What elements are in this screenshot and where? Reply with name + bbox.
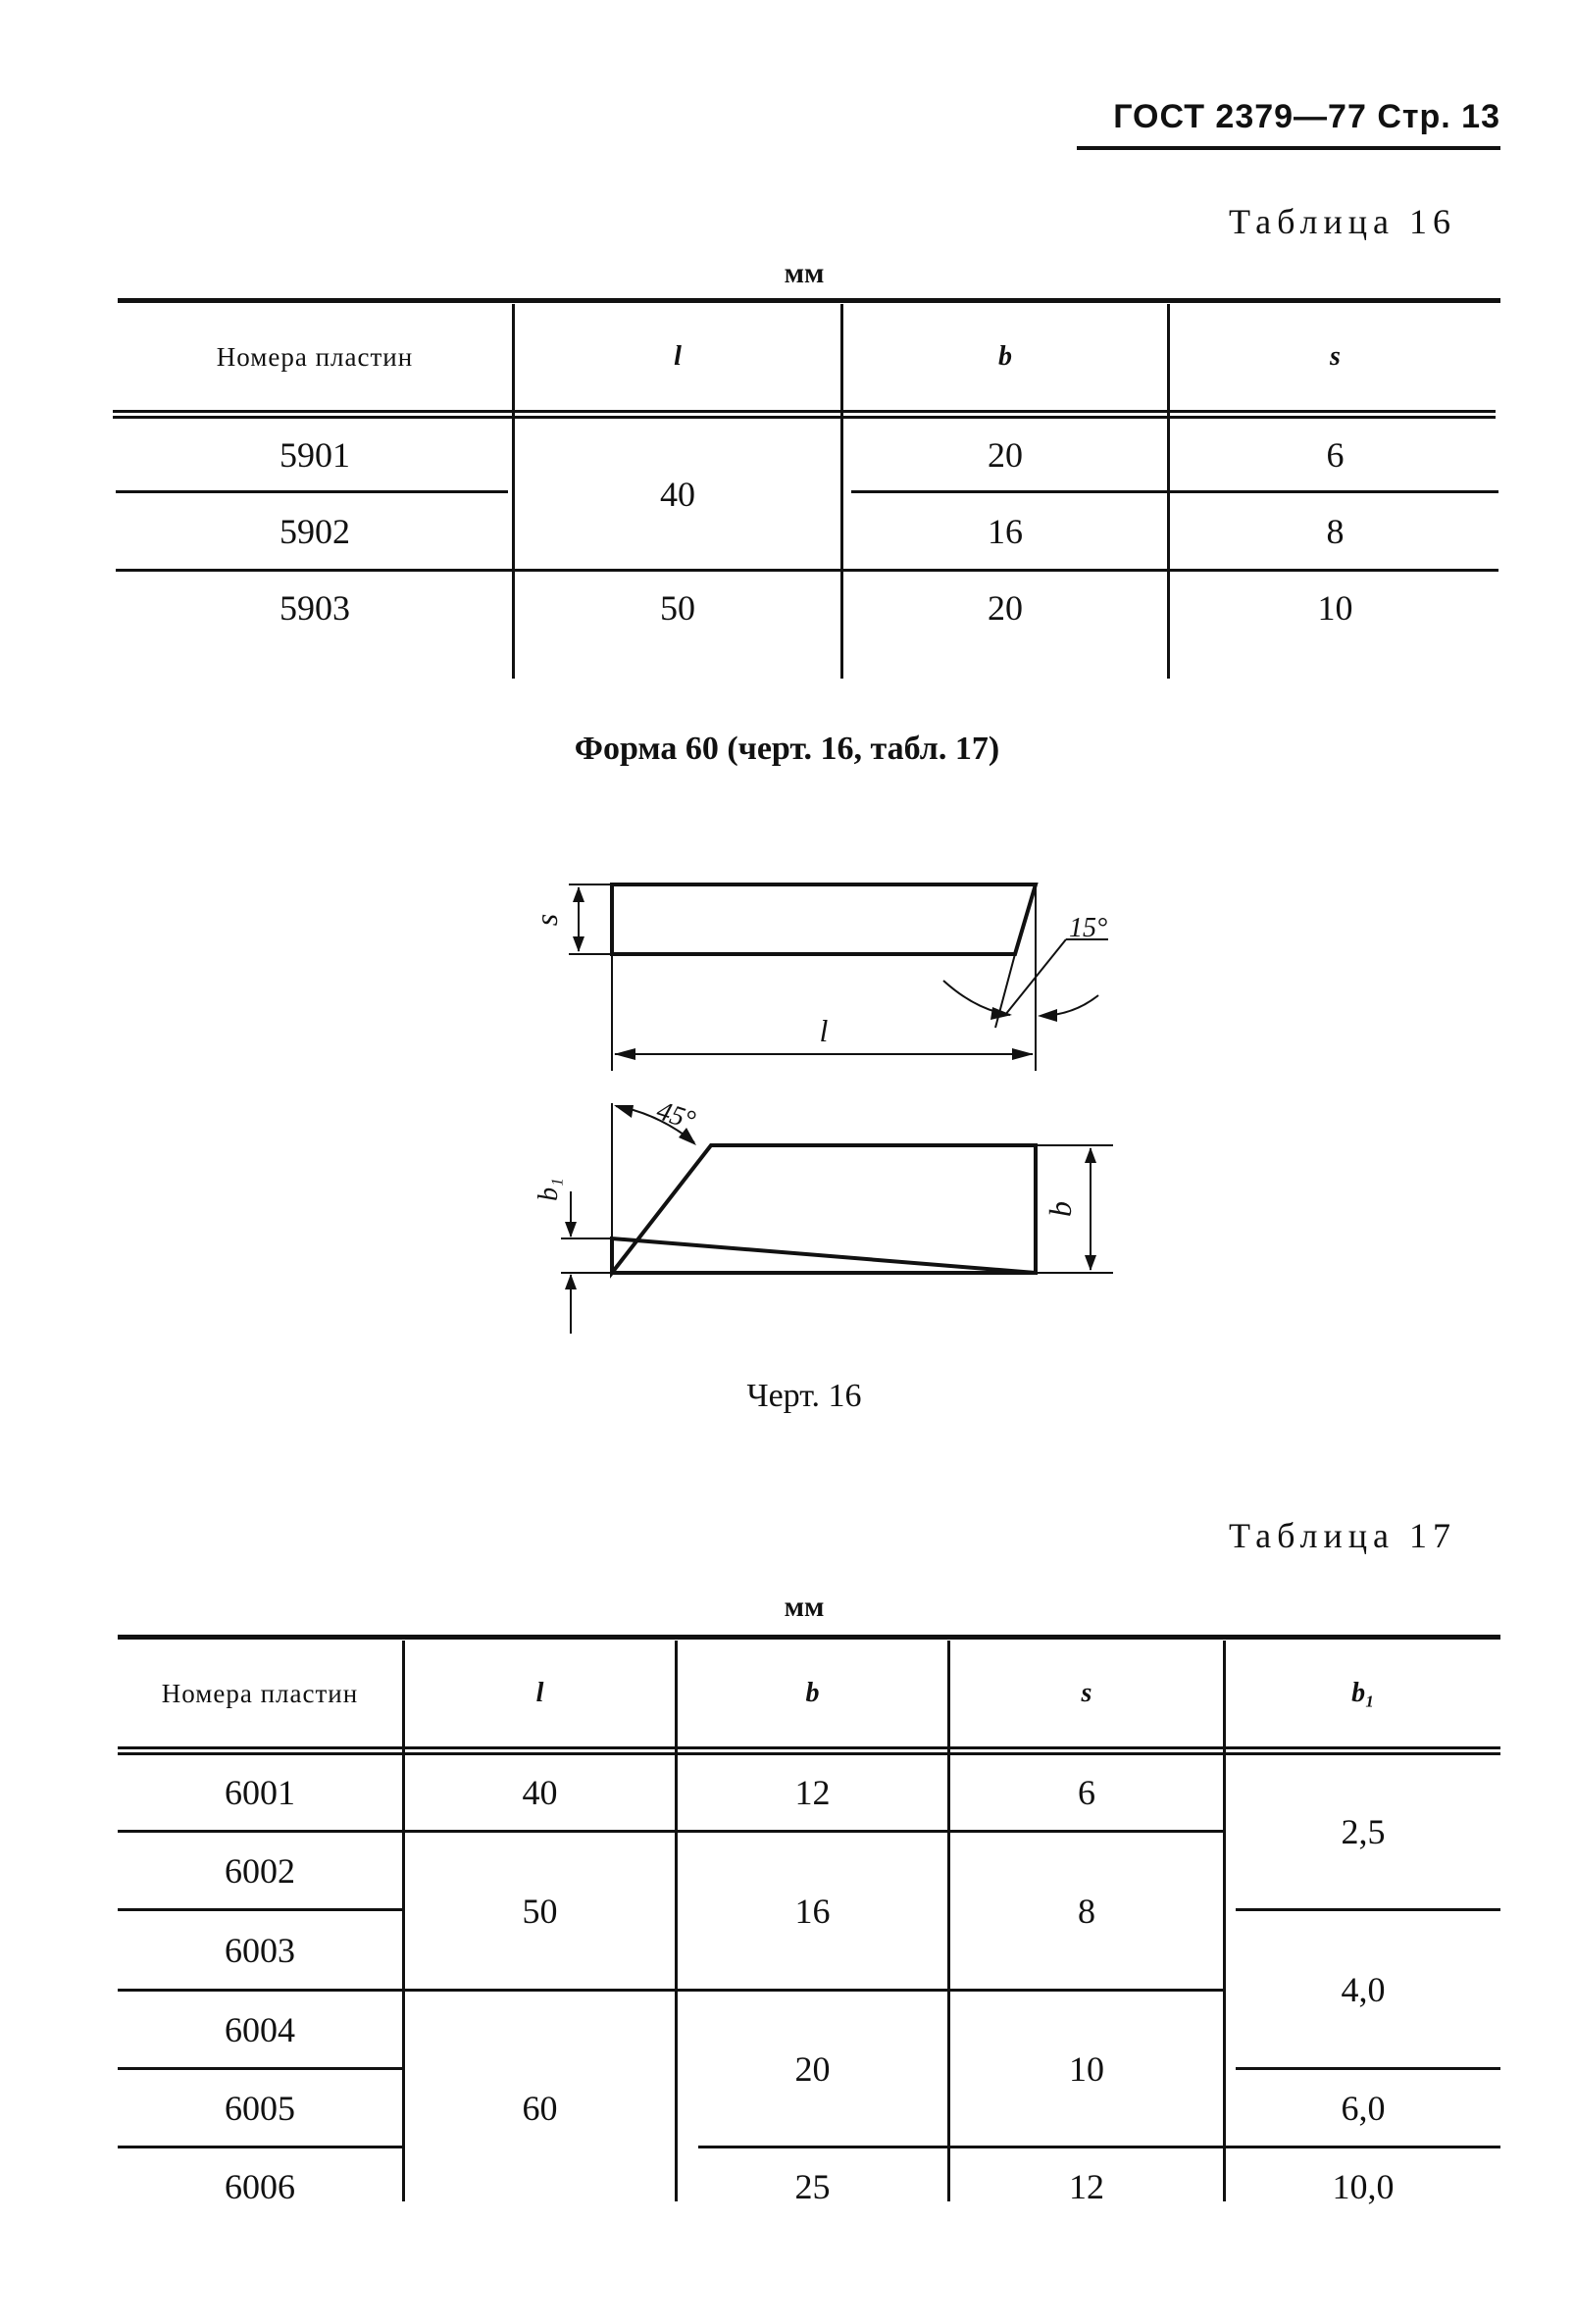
table17-unit: мм — [784, 1591, 825, 1623]
table17-row-rule — [118, 2067, 402, 2070]
table16-cell-l: 40 — [660, 474, 695, 514]
table16-row-rule — [851, 490, 1498, 493]
table17-cell-l: 50 — [522, 1891, 558, 1931]
figure-caption: Черт. 16 — [746, 1378, 862, 1414]
label-s: s — [529, 914, 564, 926]
table17-cell-l: 40 — [522, 1773, 558, 1812]
table16-cell-b: 16 — [988, 511, 1023, 551]
table17-cell-b: 16 — [794, 1891, 831, 1931]
table17-col-rule — [675, 1641, 678, 2201]
table17-cell-b1: 2,5 — [1341, 1812, 1386, 1851]
figure-title: Форма 60 (черт. 16, табл. 17) — [574, 731, 1000, 767]
table17-cell-number: 6006 — [225, 2166, 295, 2206]
label-angle-45: 45° — [653, 1095, 699, 1137]
table17-row-rule — [118, 1830, 1226, 1833]
table16-cell-b: 20 — [988, 587, 1023, 628]
table16-row-rule — [116, 569, 1498, 572]
table16-header-l: l — [674, 341, 682, 372]
table17-col-rule — [402, 1641, 405, 2201]
table16-cell-number: 5902 — [279, 511, 350, 551]
table17-cell-b1: 6,0 — [1341, 2088, 1386, 2128]
table16-header-rule-2 — [113, 416, 1496, 419]
top-view — [561, 1103, 1113, 1334]
table17-header-b1: b₁ — [1351, 1678, 1375, 1708]
table17-header-rule — [118, 1746, 1500, 1749]
label-angle-15: 15° — [1069, 913, 1107, 943]
table17-cell-l: 60 — [522, 2088, 558, 2128]
table16-top-rule — [118, 298, 1500, 303]
table17-cell-number: 6004 — [225, 2009, 295, 2049]
table17-header-rule-2 — [118, 1752, 1500, 1755]
table17-cell-s: 8 — [1078, 1891, 1095, 1931]
table16-header-s: s — [1330, 341, 1341, 372]
table17-cell-b: 12 — [794, 1773, 831, 1812]
table16-cell-b: 20 — [988, 434, 1023, 475]
table17-row-rule — [1236, 2067, 1500, 2070]
table17-cell-number: 6003 — [225, 1930, 295, 1970]
table17-cell-number: 6005 — [225, 2088, 295, 2128]
label-b: b — [1042, 1201, 1078, 1217]
table17-header-l: l — [535, 1678, 544, 1708]
table17-cell-b: 25 — [794, 2166, 831, 2206]
table17-header-number: Номера пластин — [161, 1678, 359, 1708]
label-l: l — [820, 1013, 829, 1048]
table17-cell-s: 12 — [1069, 2166, 1104, 2206]
table16-header-number: Номера пластин — [216, 341, 414, 372]
table16-cell-s: 10 — [1317, 587, 1353, 628]
table16-cell-s: 8 — [1326, 511, 1345, 551]
table17-row-rule — [698, 2146, 1500, 2148]
table16-header-rule — [113, 410, 1496, 413]
table16-cell-s: 6 — [1326, 434, 1345, 475]
page-header: ГОСТ 2379—77 Стр. 13 — [1113, 98, 1500, 135]
table17-cell-number: 6002 — [225, 1850, 295, 1891]
table16-unit: мм — [784, 257, 825, 289]
table16-row-rule — [116, 490, 508, 493]
table17-cell-s: 6 — [1078, 1773, 1095, 1812]
table16-col-rule — [840, 304, 843, 679]
table16-col-rule — [1167, 304, 1170, 679]
table17-col-rule — [947, 1641, 950, 2201]
table17-caption: Таблица 17 — [1229, 1516, 1456, 1555]
table17-cell-s: 10 — [1069, 2048, 1104, 2089]
table16-cell-number: 5903 — [279, 587, 350, 628]
side-view — [569, 883, 1108, 1071]
table17-cell-number: 6001 — [225, 1773, 295, 1812]
table16-cell-number: 5901 — [279, 434, 350, 475]
table17-cell-b1: 10,0 — [1332, 2166, 1395, 2206]
header-rule — [1077, 146, 1500, 150]
table17-col-rule — [1223, 1641, 1226, 2201]
table17-top-rule — [118, 1635, 1500, 1640]
table17-cell-b: 20 — [794, 2048, 831, 2089]
table17-row-rule — [118, 1908, 402, 1911]
label-b1: b₁ — [533, 1178, 564, 1201]
table17-header-s: s — [1081, 1678, 1092, 1708]
table16-cell-l: 50 — [660, 587, 695, 628]
table17-cell-b1: 4,0 — [1341, 1969, 1386, 2009]
table16-header-b: b — [998, 341, 1012, 372]
table16-caption: Таблица 16 — [1229, 202, 1456, 241]
table17-row-rule — [118, 2146, 402, 2148]
table17-header-b: b — [805, 1678, 820, 1708]
table17-row-rule — [1236, 1908, 1500, 1911]
table16-col-rule — [512, 304, 515, 679]
table17-row-rule — [118, 1989, 1226, 1992]
